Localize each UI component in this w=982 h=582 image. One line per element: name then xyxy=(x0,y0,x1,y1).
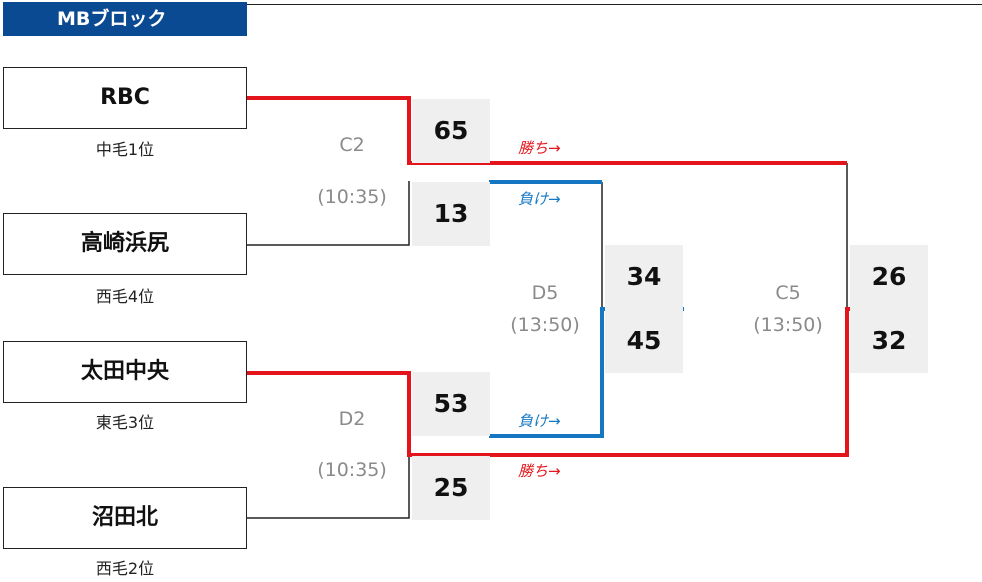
game-code-d5: D5 xyxy=(531,282,559,304)
game-time-c2: (10:35) xyxy=(317,186,387,208)
annotation-lose-bottom: 負け→ xyxy=(518,412,561,430)
annotation-win-bottom: 勝ち→ xyxy=(518,462,561,480)
team-box-ota-chuo: 太田中央 xyxy=(3,341,247,403)
game-code-c5: C5 xyxy=(775,282,801,304)
score-c5-bottom: 32 xyxy=(850,309,928,373)
bracket-line-d2-bottom xyxy=(247,457,410,519)
team-seed-numata-kita: 西毛2位 xyxy=(95,559,155,578)
score-d5-top: 34 xyxy=(605,245,683,309)
team-seed-ota-chuo: 東毛3位 xyxy=(95,413,155,432)
score-d2-bottom: 25 xyxy=(412,456,490,520)
block-title: MBブロック xyxy=(3,2,247,36)
score-d2-top: 53 xyxy=(412,372,490,436)
team-seed-takasaki-hamajiri: 西毛4位 xyxy=(95,287,155,306)
game-code-d2: D2 xyxy=(338,408,366,430)
game-time-d2: (10:35) xyxy=(317,459,387,481)
winner-path-rbc xyxy=(247,96,847,165)
game-time-c5: (13:50) xyxy=(753,314,823,336)
score-c2-bottom: 13 xyxy=(412,182,490,246)
team-box-takasaki-hamajiri: 高崎浜尻 xyxy=(3,213,247,275)
annotation-lose-top: 負け→ xyxy=(518,190,561,208)
game-code-c2: C2 xyxy=(339,134,365,156)
header-rule xyxy=(247,4,982,5)
bracket-line-c2-bottom xyxy=(247,181,410,246)
game-time-d5: (13:50) xyxy=(510,314,580,336)
team-box-numata-kita: 沼田北 xyxy=(3,487,247,549)
annotation-win-top: 勝ち→ xyxy=(518,139,561,157)
score-c5-top: 26 xyxy=(850,245,928,309)
score-c2-top: 65 xyxy=(412,99,490,163)
score-d5-bottom: 45 xyxy=(605,309,683,373)
team-box-rbc: RBC xyxy=(3,67,247,129)
team-seed-rbc: 中毛1位 xyxy=(95,140,155,159)
